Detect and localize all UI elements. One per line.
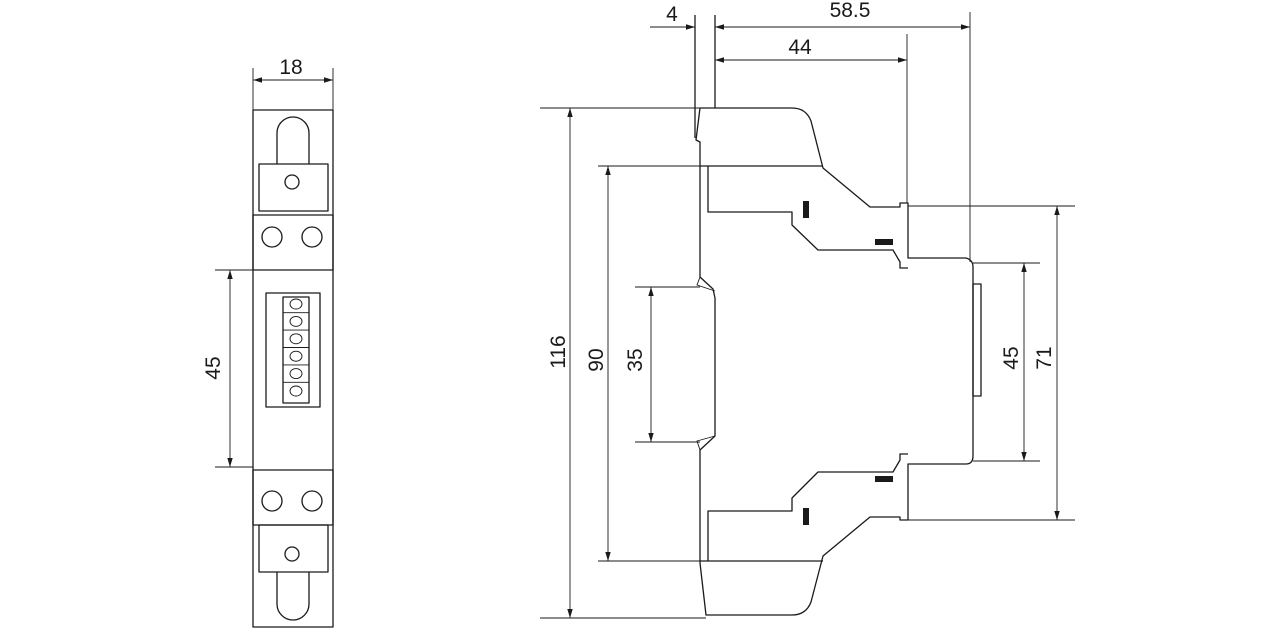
side-view: 4 58.5 44 116 90 35 45 71 (540, 0, 1075, 619)
upper-marker-vertical (803, 201, 809, 218)
connector-pin-icon (289, 333, 303, 345)
front-window (972, 283, 982, 397)
top-terminal-right-icon (301, 226, 323, 248)
side-body-profile (699, 107, 974, 616)
height116-dim-label: 116 (547, 335, 570, 368)
connector-pin-icon (289, 315, 303, 327)
front-body-outline (252, 109, 334, 628)
top-screw-block (258, 163, 329, 212)
bottom-terminal-left-icon (261, 490, 283, 512)
rail35-dim-label: 35 (624, 348, 647, 371)
lower-marker-vertical (803, 508, 809, 525)
bottom-screw-block (258, 524, 329, 573)
rail-clip-top (696, 276, 716, 292)
connector-pin-block (282, 296, 310, 404)
center-connector (265, 292, 321, 408)
connector-pin-icon (289, 368, 303, 380)
lower-step (707, 453, 908, 561)
height90-dim-label: 90 (585, 348, 608, 371)
rail-clip-bottom (696, 435, 716, 451)
offset-dim-label: 4 (666, 3, 678, 26)
front45-dim-label: 45 (1000, 346, 1023, 369)
top-terminal-left-icon (261, 226, 283, 248)
front-view: 18 45 (202, 56, 334, 628)
pitch-dim-label: 45 (202, 356, 225, 379)
bottom-din-clip (276, 572, 310, 621)
overall-depth-dim-label: 58.5 (830, 0, 871, 22)
top-screw-icon (284, 174, 300, 190)
upper-marker-horizontal (875, 239, 893, 245)
side-rail-edge (695, 107, 716, 563)
width-dim-label: 18 (279, 56, 302, 79)
lower-marker-horizontal (875, 476, 893, 482)
connector-pin-icon (289, 298, 303, 310)
connector-pins (283, 298, 309, 397)
top-terminal-band (252, 214, 334, 271)
body-depth-dim-label: 44 (788, 36, 812, 59)
connector-pin-icon (289, 385, 303, 397)
shoulder71-dim-label: 71 (1033, 346, 1056, 369)
upper-step (707, 166, 908, 269)
connector-pin-icon (289, 350, 303, 362)
bottom-terminal-right-icon (301, 490, 323, 512)
bottom-screw-icon (284, 546, 300, 562)
top-din-clip (276, 116, 310, 164)
